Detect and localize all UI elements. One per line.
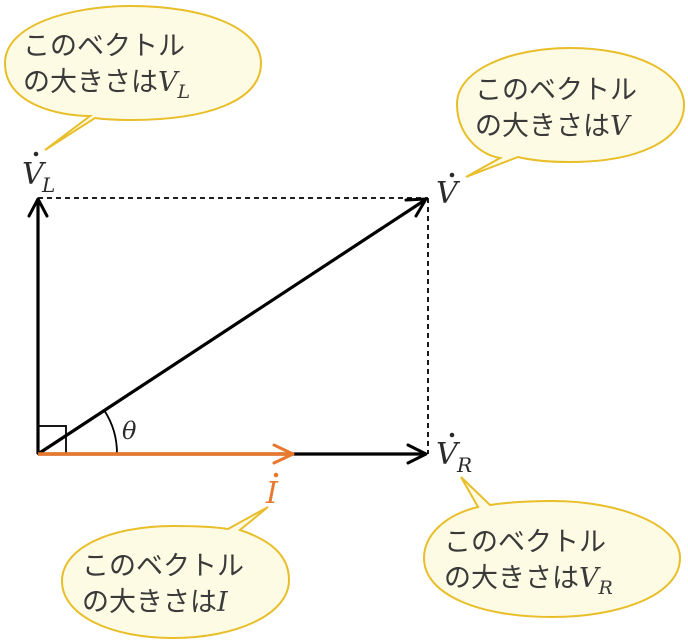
callout-vl: このベクトル の大きさはVL — [3, 4, 263, 151]
callout-v-line2: の大きさはV — [475, 111, 632, 142]
angle-arc — [103, 409, 118, 455]
label-vr-dot — [449, 432, 455, 438]
callout-vl-text: の大きさは — [23, 67, 158, 98]
callout-v: このベクトル の大きさはV — [455, 46, 686, 178]
callout-i: このベクトル の大きさはI — [60, 506, 291, 640]
label-i-main: I — [265, 476, 279, 511]
callout-vl-sub: L — [177, 81, 191, 103]
label-vl-dot — [33, 151, 39, 157]
label-i-dot — [273, 472, 279, 478]
label-i: I — [265, 472, 279, 511]
callout-vr-line2: の大きさはVR — [444, 563, 613, 599]
label-v: V — [436, 172, 461, 211]
callout-v-line1: このベクトル — [475, 75, 637, 106]
v-vector — [37, 197, 428, 456]
callout-v-var: V — [610, 111, 632, 142]
callout-i-var: I — [216, 587, 229, 618]
i-vector — [38, 443, 295, 465]
callout-vr-text: の大きさは — [444, 563, 579, 594]
label-vl: V L — [22, 151, 55, 197]
label-v-main: V — [436, 176, 461, 211]
callout-vl-var: V — [158, 67, 180, 98]
vl-vector — [27, 197, 49, 454]
callout-vl-bubble — [3, 4, 263, 151]
callout-vr: このベクトル の大きさはVR — [422, 476, 682, 619]
callout-i-text: の大きさは — [82, 587, 217, 618]
callout-v-bubble — [455, 46, 686, 178]
label-vl-sub: L — [41, 173, 55, 197]
callout-vl-line1: このベクトル — [23, 31, 185, 62]
callout-vr-bubble — [422, 476, 682, 619]
label-vr: V R — [436, 432, 472, 477]
callout-i-line1: このベクトル — [82, 551, 244, 582]
callout-vr-line1: このベクトル — [444, 527, 606, 558]
label-vl-main: V — [22, 157, 47, 192]
label-v-dot — [449, 172, 455, 178]
label-vr-main: V — [436, 437, 461, 472]
callout-vr-var: V — [579, 563, 601, 594]
callout-v-text: の大きさは — [475, 111, 610, 142]
callout-i-line2: の大きさはI — [82, 587, 229, 618]
callout-i-bubble — [60, 506, 291, 640]
label-vr-sub: R — [456, 453, 472, 477]
callout-vr-sub: R — [598, 577, 613, 599]
callout-vl-line2: の大きさはVL — [23, 67, 190, 103]
angle-theta-label: θ — [122, 417, 137, 445]
